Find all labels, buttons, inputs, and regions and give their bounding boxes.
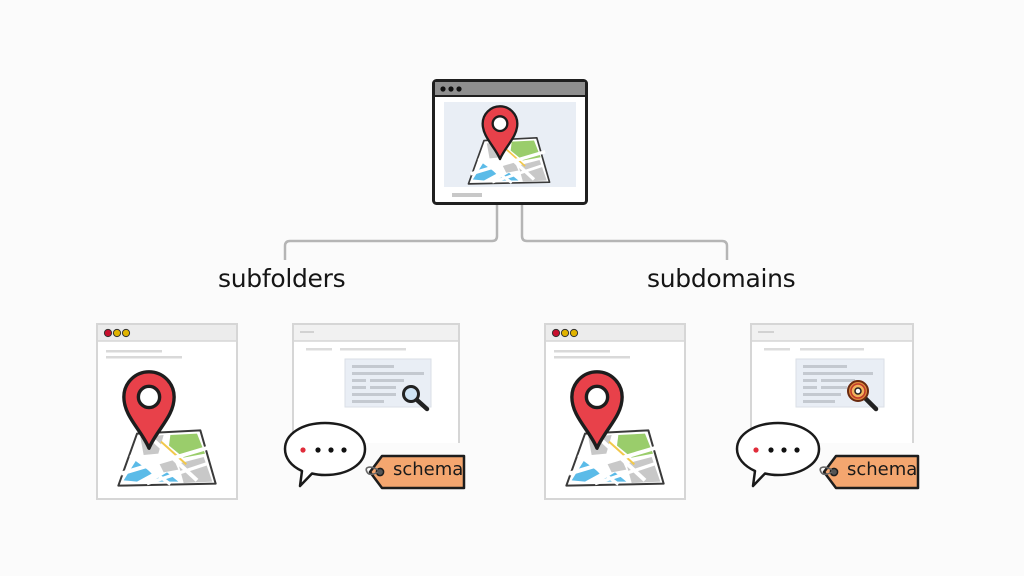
subdomains-map-window xyxy=(544,323,686,500)
root-site-window xyxy=(432,79,588,205)
schema-tag-label: schema xyxy=(393,459,464,480)
tag-icon xyxy=(365,454,466,490)
tag-icon xyxy=(819,454,920,490)
window-frame xyxy=(750,323,914,443)
subfolders-map-window xyxy=(96,323,238,500)
magnifier-icon-orange xyxy=(847,380,879,412)
schema-tag-label: schema xyxy=(847,459,918,480)
map-pin-icon xyxy=(120,368,178,453)
subfolders-search-window xyxy=(292,323,460,443)
map-pin-icon xyxy=(568,368,626,453)
speech-bubble-icon xyxy=(735,421,821,488)
window-frame xyxy=(292,323,460,443)
branch-label-subdomains: subdomains xyxy=(647,264,796,293)
magnifier-icon xyxy=(402,385,430,412)
branch-label-subfolders: subfolders xyxy=(218,264,346,293)
speech-bubble-icon xyxy=(283,421,367,488)
subdomains-search-window xyxy=(750,323,914,443)
schema-tag: schema xyxy=(365,453,468,491)
schema-tag: schema xyxy=(819,453,922,491)
